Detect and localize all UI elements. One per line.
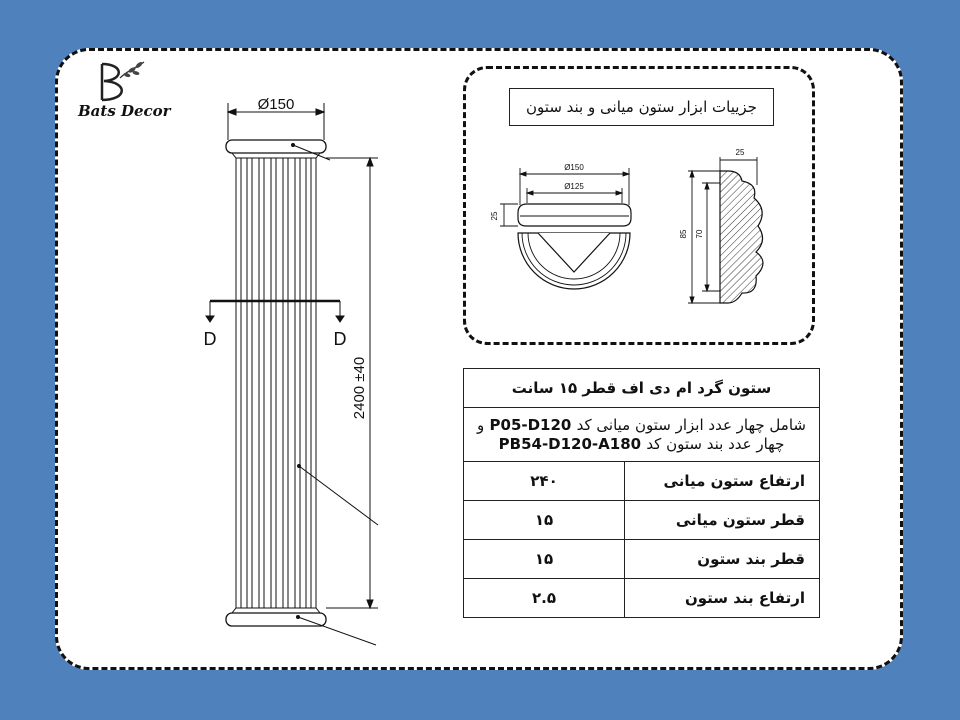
desc-line1-code: P05-D120: [489, 415, 572, 434]
table-row: ارتفاع بند ستون ۲.۵: [463, 578, 820, 618]
outer-diameter-label: Ø150: [564, 163, 584, 172]
spec-description: شامل چهار عدد ابزار ستون میانی کد P05-D1…: [463, 407, 820, 462]
moulding-profile: [719, 170, 764, 304]
ring-height-label: 25: [490, 211, 499, 220]
spec-label: ارتفاع ستون میانی: [624, 461, 820, 501]
spec-label: قطر بند ستون: [624, 539, 820, 579]
spec-label: ارتفاع بند ستون: [624, 578, 820, 618]
desc-line2-code: PB54-D120-A180: [498, 434, 642, 453]
brand-name: Bats Decor: [78, 102, 171, 120]
table-row: قطر بند ستون ۱۵: [463, 539, 820, 579]
spec-label: قطر ستون میانی: [624, 500, 820, 540]
inner-diameter-label: Ø125: [564, 182, 584, 191]
column-height-label: 2400 ±40: [351, 357, 368, 419]
section-label-right: D: [334, 329, 347, 349]
detail-title: جزییات ابزار ستون میانی و بند ستون: [509, 88, 774, 126]
profile-inner-height-label: 70: [695, 229, 704, 238]
profile-outer-height-label: 85: [679, 229, 688, 238]
spec-value: ۱۵: [463, 539, 625, 579]
desc-line2-text: چهار عدد بند ستون کد: [646, 434, 785, 453]
spec-value: ۲۴۰: [463, 461, 625, 501]
spec-value: ۱۵: [463, 500, 625, 540]
spec-title: ستون گرد ام دی اف قطر ۱۵ سانت: [463, 368, 820, 408]
spec-table: ستون گرد ام دی اف قطر ۱۵ سانت شامل چهار …: [463, 368, 820, 618]
table-row: ارتفاع ستون میانی ۲۴۰: [463, 461, 820, 501]
profile-width-label: 25: [736, 148, 745, 157]
desc-line1-tail: و: [477, 415, 485, 434]
table-row: قطر ستون میانی ۱۵: [463, 500, 820, 540]
column-diameter-label: Ø150: [258, 96, 295, 113]
spec-value: ۲.۵: [463, 578, 625, 618]
desc-line1-text: شامل چهار عدد ابزار ستون میانی کد: [576, 415, 806, 434]
column-flutes: [235, 158, 317, 608]
section-label-left: D: [204, 329, 217, 349]
logo-icon: [100, 61, 145, 102]
